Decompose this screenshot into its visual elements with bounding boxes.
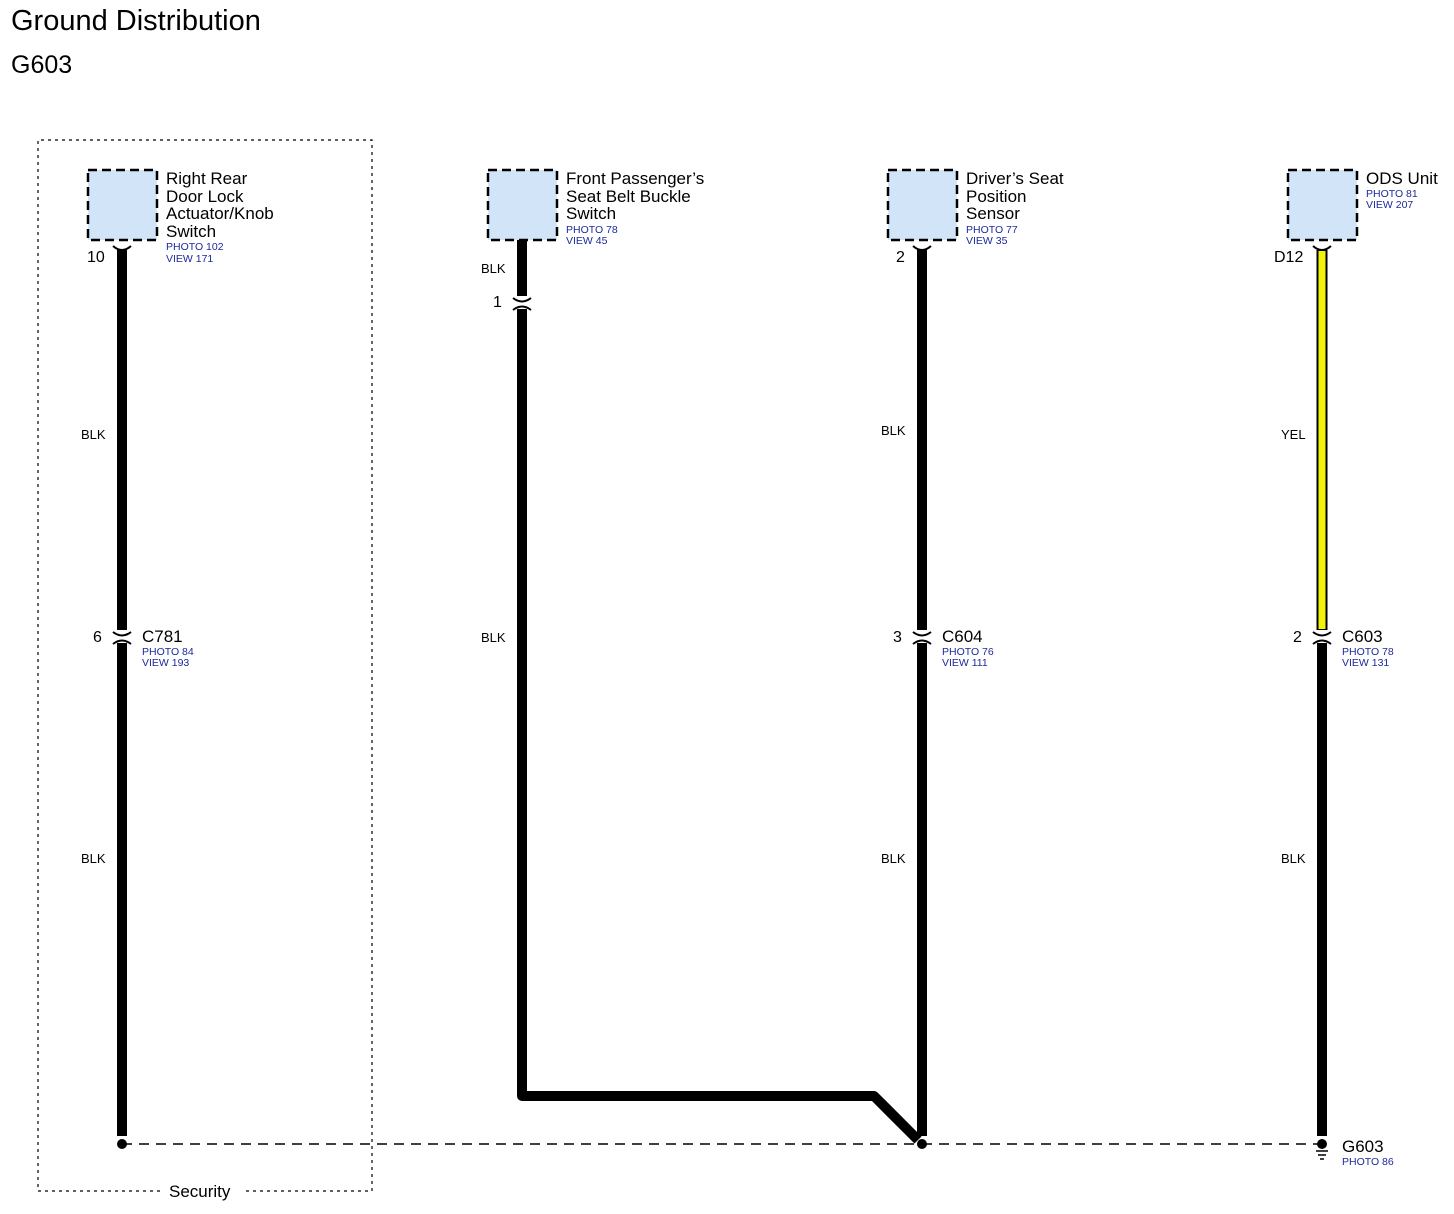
component-name-line: Seat Belt Buckle — [566, 187, 691, 206]
wire-color-label: YEL — [1281, 427, 1306, 442]
component-name-line: Right Rear — [166, 169, 248, 188]
component-name-line: Position — [966, 187, 1026, 206]
wire-drivers-seat — [912, 245, 932, 1149]
component-name-line: Front Passenger’s — [566, 169, 704, 188]
pin-number: 10 — [87, 249, 105, 266]
component-photo-ref: PHOTO 77 — [966, 224, 1018, 236]
connector-view-ref: VIEW 111 — [942, 657, 988, 669]
ground-name: G603 — [1342, 1137, 1384, 1156]
ground-photo-ref: PHOTO 86 — [1342, 1156, 1394, 1168]
connector-photo-ref: PHOTO 76 — [942, 646, 994, 658]
connector-c781[interactable]: C781 PHOTO 84 VIEW 193 — [142, 627, 194, 669]
wire-front-passenger — [512, 240, 922, 1144]
component-photo-ref: PHOTO 102 — [166, 241, 224, 253]
component-view-ref: VIEW 207 — [1366, 199, 1413, 211]
pin-number: D12 — [1274, 249, 1303, 266]
component-view-ref: VIEW 45 — [566, 235, 608, 247]
terminal-cap — [912, 245, 932, 251]
terminal-cap — [112, 245, 132, 251]
pin-number: 1 — [493, 294, 502, 311]
splice-dot — [117, 1139, 127, 1149]
component-ods-unit[interactable]: ODS Unit PHOTO 81 VIEW 207 — [1286, 168, 1438, 242]
component-name-line: Switch — [566, 204, 616, 223]
component-drivers-seat-position-sensor[interactable]: Driver’s Seat Position Sensor PHOTO 77 V… — [886, 168, 1064, 247]
wire-color-label: BLK — [881, 423, 906, 438]
ground-icon — [1316, 1150, 1328, 1160]
connector-cap-upper — [512, 297, 532, 303]
connector-c603[interactable]: C603 PHOTO 78 VIEW 131 — [1342, 627, 1394, 669]
component-box — [886, 168, 959, 242]
connector-photo-ref: PHOTO 78 — [1342, 646, 1394, 658]
page-title: Ground Distribution — [11, 5, 261, 37]
component-box — [1286, 168, 1359, 242]
page-subtitle: G603 — [11, 51, 72, 79]
connector-view-ref: VIEW 131 — [1342, 657, 1389, 669]
component-box — [86, 168, 159, 242]
ground-point — [1317, 1139, 1327, 1149]
wire-color-label: BLK — [81, 851, 106, 866]
component-name-line: Driver’s Seat — [966, 169, 1064, 188]
component-name-line: Actuator/Knob — [166, 204, 274, 223]
wire-right-rear — [112, 245, 132, 1149]
connector-cap-lower — [1312, 639, 1332, 645]
wire-color-label: BLK — [1281, 851, 1306, 866]
component-right-rear-door-lock[interactable]: Right Rear Door Lock Actuator/Knob Switc… — [86, 168, 274, 265]
security-label: Security — [169, 1182, 231, 1201]
component-view-ref: VIEW 35 — [966, 235, 1008, 247]
pin-number: 2 — [896, 249, 905, 266]
component-name-line: Switch — [166, 222, 216, 241]
wire-color-label: BLK — [481, 261, 506, 276]
wire-ods-unit — [1312, 245, 1332, 1136]
connector-cap-upper — [1312, 631, 1332, 637]
splice-dot — [917, 1139, 927, 1149]
pin-number: 6 — [93, 629, 102, 646]
component-photo-ref: PHOTO 78 — [566, 224, 618, 236]
wire-color-label: BLK — [81, 427, 106, 442]
terminal-cap — [1312, 245, 1332, 251]
wire-segment-route — [517, 309, 922, 1144]
connector-name: C604 — [942, 627, 983, 646]
connector-cap-lower — [112, 639, 132, 645]
component-name-line: Door Lock — [166, 187, 244, 206]
connector-name: C781 — [142, 627, 183, 646]
connector-c604[interactable]: C604 PHOTO 76 VIEW 111 — [942, 627, 994, 669]
connector-cap-upper — [112, 631, 132, 637]
connector-cap-lower — [912, 639, 932, 645]
pin-number: 3 — [893, 629, 902, 646]
component-view-ref: VIEW 171 — [166, 253, 213, 265]
component-name-line: ODS Unit — [1366, 169, 1438, 188]
connector-cap-lower — [512, 305, 532, 311]
pin-number: 2 — [1293, 629, 1302, 646]
ground-g603[interactable]: G603 PHOTO 86 — [1316, 1137, 1394, 1168]
security-region: Security — [37, 139, 373, 1201]
wire-color-label: BLK — [881, 851, 906, 866]
connector-photo-ref: PHOTO 84 — [142, 646, 194, 658]
security-boundary — [37, 139, 373, 1192]
connector-cap-upper — [912, 631, 932, 637]
component-name-line: Sensor — [966, 204, 1020, 223]
component-front-passenger-seat-belt-switch[interactable]: Front Passenger’s Seat Belt Buckle Switc… — [486, 168, 704, 247]
component-box — [486, 168, 559, 242]
wire-color-label: BLK — [481, 630, 506, 645]
component-photo-ref: PHOTO 81 — [1366, 188, 1418, 200]
connector-view-ref: VIEW 193 — [142, 657, 189, 669]
connector-name: C603 — [1342, 627, 1383, 646]
